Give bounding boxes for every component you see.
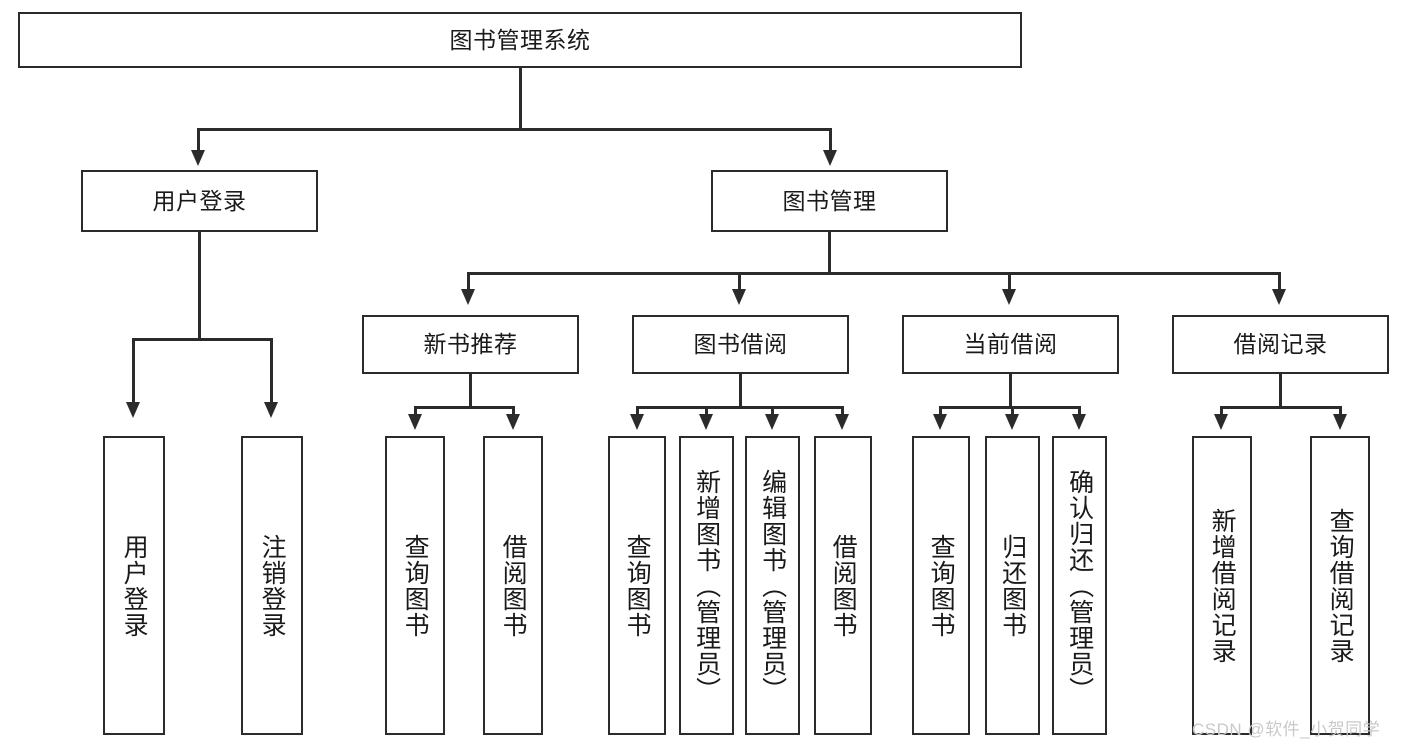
- connector-current-borrow-stem: [1009, 374, 1012, 408]
- arrow-book-manage-to-new-book-rec: [461, 289, 475, 305]
- node-leaf-query-book-1[interactable]: 查询图书: [385, 436, 445, 735]
- connector-book-manage-to-book-borrow: [738, 272, 741, 292]
- node-leaf-user-login[interactable]: 用户登录: [103, 436, 165, 735]
- connector-user-login-stem: [198, 232, 201, 340]
- csdn-watermark: CSDN @软件_小贺同学: [1192, 720, 1381, 739]
- connector-book-borrow-to-leaf-1: [636, 406, 639, 416]
- node-leaf-add-book[interactable]: 新增图书（管理员）: [679, 436, 734, 735]
- arrow-book-borrow-to-leaf-3: [765, 414, 779, 430]
- node-leaf-return-book-label: 归还图书: [998, 533, 1027, 638]
- connector-user-login-bus: [132, 338, 271, 341]
- node-new-book-rec[interactable]: 新书推荐: [362, 315, 579, 374]
- node-current-borrow[interactable]: 当前借阅: [902, 315, 1119, 374]
- connector-book-manage-to-borrow-record: [1278, 272, 1281, 292]
- connector-root-to-book-manage: [829, 128, 832, 154]
- node-leaf-query-book-3[interactable]: 查询图书: [912, 436, 970, 735]
- connector-book-manage-to-new-book-rec: [467, 272, 470, 292]
- node-book-borrow[interactable]: 图书借阅: [632, 315, 849, 374]
- connector-user-login-to-leaf-1: [132, 338, 135, 406]
- connector-current-borrow-to-leaf-2: [1011, 406, 1014, 416]
- connector-book-borrow-to-leaf-2: [705, 406, 708, 416]
- node-new-book-rec-label: 新书推荐: [423, 331, 518, 357]
- arrow-root-to-book-manage: [823, 150, 837, 166]
- node-leaf-user-login-label: 用户登录: [120, 533, 149, 638]
- node-leaf-query-book-1-label: 查询图书: [401, 533, 430, 638]
- node-leaf-query-book-2[interactable]: 查询图书: [608, 436, 666, 735]
- connector-borrow-record-bus: [1220, 406, 1341, 409]
- node-borrow-record-label: 借阅记录: [1233, 331, 1328, 357]
- arrow-current-borrow-to-leaf-2: [1005, 414, 1019, 430]
- connector-root-bus: [197, 128, 831, 131]
- connector-book-borrow-to-leaf-3: [771, 406, 774, 416]
- node-current-borrow-label: 当前借阅: [963, 331, 1058, 357]
- connector-new-book-rec-to-leaf-2: [512, 406, 515, 416]
- node-leaf-edit-book-label: 编辑图书（管理员）: [758, 468, 787, 703]
- arrow-book-manage-to-current-borrow: [1002, 289, 1016, 305]
- node-leaf-borrow-book-2[interactable]: 借阅图书: [814, 436, 872, 735]
- connector-book-borrow-to-leaf-4: [841, 406, 844, 416]
- arrow-user-login-to-leaf-1: [126, 402, 140, 418]
- node-leaf-add-book-label: 新增图书（管理员）: [692, 468, 721, 703]
- connector-new-book-rec-to-leaf-1: [414, 406, 417, 416]
- arrow-borrow-record-to-leaf-1: [1214, 414, 1228, 430]
- arrow-book-manage-to-book-borrow: [732, 289, 746, 305]
- node-leaf-return-book[interactable]: 归还图书: [985, 436, 1040, 735]
- arrow-book-manage-to-borrow-record: [1272, 289, 1286, 305]
- node-leaf-logout-label: 注销登录: [258, 533, 287, 638]
- node-root[interactable]: 图书管理系统: [18, 12, 1022, 68]
- connector-current-borrow-to-leaf-1: [939, 406, 942, 416]
- node-borrow-record[interactable]: 借阅记录: [1172, 315, 1389, 374]
- arrow-book-borrow-to-leaf-4: [835, 414, 849, 430]
- node-leaf-query-record-label: 查询借阅记录: [1326, 507, 1355, 664]
- connector-root-to-user-login: [197, 128, 200, 154]
- connector-book-borrow-bus: [636, 406, 843, 409]
- connector-root-stem: [519, 68, 522, 129]
- arrow-new-book-rec-to-leaf-1: [408, 414, 422, 430]
- node-leaf-confirm-return[interactable]: 确认归还（管理员）: [1052, 436, 1107, 735]
- arrow-book-borrow-to-leaf-1: [630, 414, 644, 430]
- connector-book-borrow-stem: [739, 374, 742, 408]
- connector-borrow-record-to-leaf-1: [1220, 406, 1223, 416]
- connector-book-manage-to-current-borrow: [1008, 272, 1011, 292]
- connector-book-manage-stem: [828, 232, 831, 274]
- connector-user-login-to-leaf-2: [270, 338, 273, 406]
- connector-borrow-record-stem: [1279, 374, 1282, 408]
- arrow-root-to-user-login: [191, 150, 205, 166]
- connector-new-book-rec-bus: [414, 406, 514, 409]
- node-book-manage[interactable]: 图书管理: [711, 170, 948, 232]
- node-leaf-edit-book[interactable]: 编辑图书（管理员）: [745, 436, 800, 735]
- node-leaf-query-book-2-label: 查询图书: [623, 533, 652, 638]
- node-book-manage-label: 图书管理: [782, 187, 877, 214]
- connector-current-borrow-bus: [939, 406, 1080, 409]
- connector-new-book-rec-stem: [469, 374, 472, 408]
- node-leaf-borrow-book-1[interactable]: 借阅图书: [483, 436, 543, 735]
- connector-borrow-record-to-leaf-2: [1339, 406, 1342, 416]
- node-leaf-confirm-return-label: 确认归还（管理员）: [1065, 468, 1094, 703]
- node-leaf-add-record[interactable]: 新增借阅记录: [1192, 436, 1252, 735]
- node-user-login[interactable]: 用户登录: [81, 170, 318, 232]
- node-book-borrow-label: 图书借阅: [693, 331, 788, 357]
- node-leaf-query-book-3-label: 查询图书: [927, 533, 956, 638]
- arrow-borrow-record-to-leaf-2: [1333, 414, 1347, 430]
- node-leaf-borrow-book-1-label: 借阅图书: [499, 533, 528, 638]
- arrow-current-borrow-to-leaf-3: [1072, 414, 1086, 430]
- arrow-new-book-rec-to-leaf-2: [506, 414, 520, 430]
- node-leaf-query-record[interactable]: 查询借阅记录: [1310, 436, 1370, 735]
- connector-current-borrow-to-leaf-3: [1078, 406, 1081, 416]
- node-leaf-add-record-label: 新增借阅记录: [1208, 507, 1237, 664]
- node-user-login-label: 用户登录: [152, 187, 247, 214]
- arrow-user-login-to-leaf-2: [264, 402, 278, 418]
- connector-book-manage-bus: [467, 272, 1280, 275]
- arrow-book-borrow-to-leaf-2: [699, 414, 713, 430]
- node-leaf-logout[interactable]: 注销登录: [241, 436, 303, 735]
- node-leaf-borrow-book-2-label: 借阅图书: [829, 533, 858, 638]
- node-root-label: 图书管理系统: [449, 26, 591, 53]
- arrow-current-borrow-to-leaf-1: [933, 414, 947, 430]
